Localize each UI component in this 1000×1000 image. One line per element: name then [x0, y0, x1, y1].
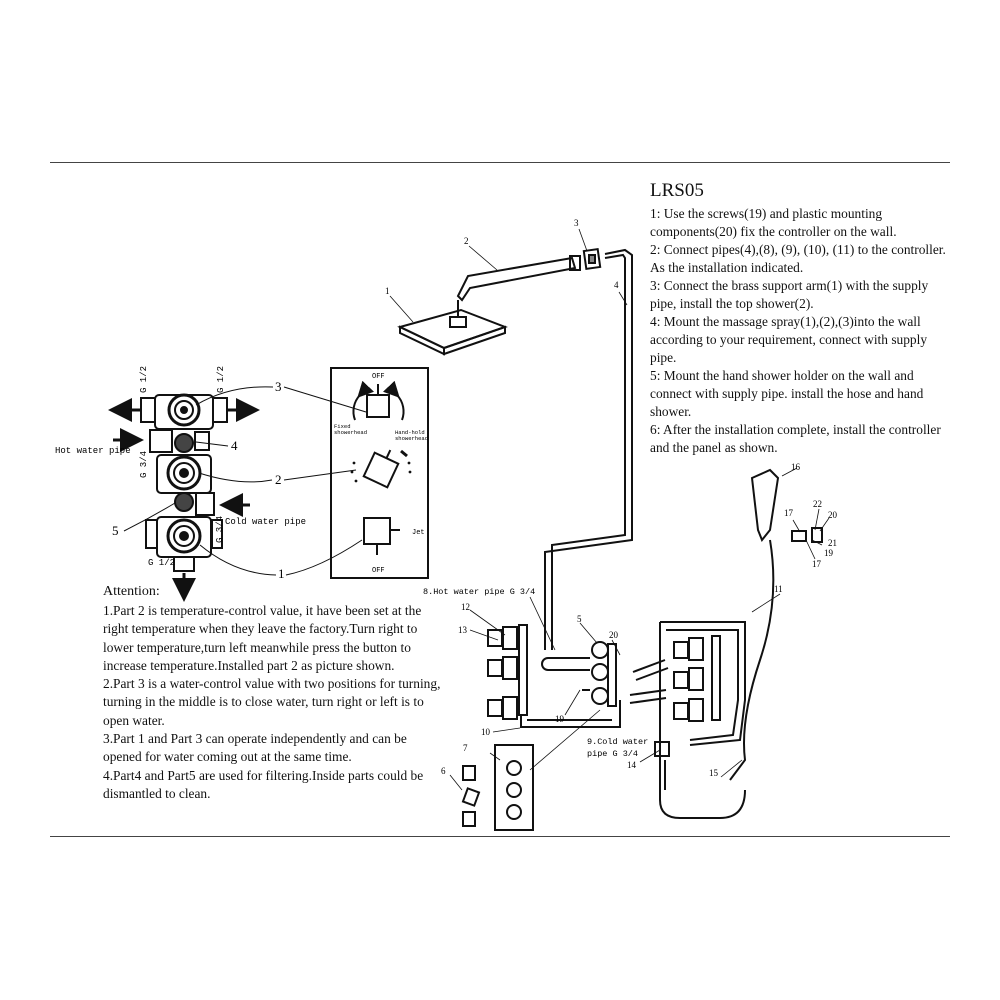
- dial-fixed-label-1: Fixed: [334, 423, 351, 430]
- part-14-label: 14: [627, 760, 637, 770]
- model-title: LRS05: [650, 180, 704, 201]
- part-13-label: 13: [458, 625, 468, 635]
- g12-top-left-label: G 1/2: [139, 366, 149, 393]
- bottom-rule: [50, 836, 950, 837]
- part-10-label: 10: [481, 727, 491, 737]
- dial-fixed-label-2: showerhead: [334, 429, 367, 436]
- part-6-label: 6: [441, 766, 446, 776]
- callout-leaders: [123, 386, 367, 576]
- cold-pipe-label-2: pipe G 3/4: [587, 749, 638, 759]
- part-20-label: 20: [609, 630, 619, 640]
- part-20b-label: 20: [828, 510, 838, 520]
- part-19b-label: 19: [824, 548, 834, 558]
- step-4: 4: Mount the massage spray(1),(2),(3)int…: [650, 314, 928, 365]
- attention-item-1: 1.Part 2 is temperature-control value, i…: [103, 603, 422, 673]
- dial-off-bottom: OFF: [372, 567, 385, 575]
- g12-bottom-label: G 1/2: [148, 558, 175, 568]
- cold-pipe-label-1: 9.Cold water: [587, 737, 648, 747]
- callout-3: 3: [275, 379, 282, 394]
- callout-5: 5: [112, 523, 119, 538]
- flow-arrows: [108, 398, 260, 602]
- part-15-label: 15: [709, 768, 719, 778]
- hot-water-label: Hot water pipe: [55, 446, 131, 456]
- rain-shower-drawing: [397, 247, 633, 650]
- part-17b-label: 17: [812, 559, 822, 569]
- part-7-label: 7: [463, 743, 468, 753]
- hot-pipe-label: 8.Hot water pipe G 3/4: [423, 587, 535, 597]
- top-rule: [50, 162, 950, 163]
- dial-handheld-label-2: showerhead: [395, 435, 428, 442]
- callout-4: 4: [231, 438, 238, 453]
- part-17-label: 17: [784, 508, 794, 518]
- g12-top-right-label: G 1/2: [216, 366, 226, 393]
- part-4-label: 4: [614, 280, 619, 290]
- part-22-label: 22: [813, 499, 822, 509]
- part-16-label: 16: [791, 462, 801, 472]
- cold-water-label: Cold water pipe: [225, 517, 306, 527]
- part-3-label: 3: [574, 218, 579, 228]
- g34-right-label: G 3/4: [215, 516, 225, 543]
- part-5-label: 5: [577, 614, 582, 624]
- dial-off-top: OFF: [372, 373, 385, 381]
- dial-jet-label: Jet: [412, 529, 425, 537]
- step-6: 6: After the installation complete, inst…: [650, 422, 941, 455]
- step-2: 2: Connect pipes(4),(8), (9), (10), (11)…: [650, 242, 946, 275]
- callout-1: 1: [278, 566, 285, 581]
- step-3: 3: Connect the brass support arm(1) with…: [650, 278, 929, 311]
- part-19-label: 19: [555, 714, 565, 724]
- dial-panel: [330, 367, 429, 579]
- dial-handheld-label-1: Hand-hold: [395, 429, 425, 436]
- attention-item-2: 2.Part 3 is a water-control value with t…: [103, 676, 441, 728]
- assembly-leaders: [449, 467, 830, 791]
- attention-heading: Attention:: [103, 584, 160, 599]
- installation-steps: 1: Use the screws(19) and plastic mounti…: [650, 205, 950, 457]
- part-1-label: 1: [385, 286, 390, 296]
- attention-list: 1.Part 2 is temperature-control value, i…: [103, 602, 443, 803]
- attention-item-3: 3.Part 1 and Part 3 can operate independ…: [103, 731, 407, 765]
- g34-label: G 3/4: [139, 451, 149, 478]
- part-2-label: 2: [464, 236, 469, 246]
- top-leaders: [389, 228, 628, 323]
- step-5: 5: Mount the hand shower holder on the w…: [650, 368, 924, 419]
- part-11-label: 11: [774, 584, 783, 594]
- part-21-label: 21: [828, 538, 837, 548]
- step-1: 1: Use the screws(19) and plastic mounti…: [650, 206, 897, 239]
- callout-2: 2: [275, 472, 282, 487]
- attention-item-4: 4.Part4 and Part5 are used for filtering…: [103, 767, 424, 801]
- assembly-drawing: [461, 468, 823, 831]
- valve-body-drawing: [140, 393, 228, 572]
- part-12-label: 12: [461, 602, 470, 612]
